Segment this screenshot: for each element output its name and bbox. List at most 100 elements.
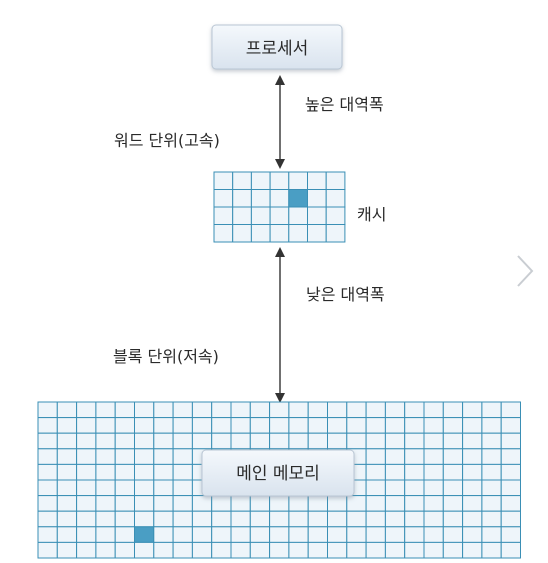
memory-cell — [346, 417, 367, 434]
memory-cell — [462, 479, 483, 497]
memory-cell — [423, 510, 444, 528]
memory-cell — [134, 479, 155, 497]
memory-cell — [384, 401, 406, 419]
cache-cell — [232, 206, 252, 225]
memory-cell — [230, 401, 251, 419]
memory-cell — [95, 495, 116, 512]
memory-cell — [172, 495, 193, 512]
memory-cell — [114, 541, 135, 559]
memory-cell — [211, 510, 232, 528]
cache-cell — [325, 224, 346, 243]
memory-cell — [327, 401, 348, 419]
memory-cell — [423, 432, 444, 450]
memory-cell — [423, 526, 444, 543]
memory-cell — [37, 510, 58, 528]
memory-cell — [56, 479, 78, 497]
memory-cell — [384, 510, 406, 528]
memory-cell — [211, 432, 232, 450]
cache-cell — [325, 189, 346, 208]
memory-cell — [365, 541, 386, 559]
memory-cell — [462, 463, 483, 481]
memory-cell — [114, 463, 135, 481]
memory-cell — [288, 495, 309, 512]
memory-cell — [37, 526, 58, 543]
memory-cell — [95, 432, 116, 450]
memory-cell — [76, 417, 97, 434]
memory-cell — [442, 495, 464, 512]
memory-cell — [211, 401, 232, 419]
memory-cell — [481, 541, 502, 559]
memory-cell — [365, 495, 386, 512]
memory-cell — [288, 541, 309, 559]
memory-cell — [56, 463, 78, 481]
memory-cell — [327, 510, 348, 528]
processor-node: 프로세서 — [211, 24, 343, 70]
memory-cell — [288, 417, 309, 434]
memory-cell — [76, 495, 97, 512]
cache-cell — [213, 189, 234, 208]
memory-cell — [384, 463, 406, 481]
memory-cell — [288, 510, 309, 528]
cache-cell — [250, 189, 271, 208]
memory-cell — [346, 495, 367, 512]
memory-cell — [172, 401, 193, 419]
memory-cell — [76, 432, 97, 450]
memory-cell — [95, 479, 116, 497]
chevron-right-icon[interactable] — [508, 248, 540, 296]
memory-cell — [462, 541, 483, 559]
memory-cell — [462, 526, 483, 543]
memory-cell — [172, 432, 193, 450]
memory-cell — [462, 495, 483, 512]
memory-cell — [172, 510, 193, 528]
memory-cell — [230, 417, 251, 434]
memory-cell — [327, 526, 348, 543]
memory-cell — [346, 401, 367, 419]
cache-cell — [232, 224, 252, 243]
memory-cell — [462, 401, 483, 419]
memory-cell — [191, 401, 213, 419]
memory-cell — [191, 495, 213, 512]
memory-cell — [56, 526, 78, 543]
cache-grid — [213, 171, 346, 243]
memory-cell — [442, 479, 464, 497]
memory-cell — [95, 541, 116, 559]
memory-cell — [442, 510, 464, 528]
memory-cell — [404, 432, 425, 450]
cache-cell — [250, 206, 271, 225]
memory-cell — [384, 432, 406, 450]
memory-cell — [500, 401, 522, 419]
memory-cell — [56, 401, 78, 419]
memory-cell — [269, 417, 290, 434]
memory-cell — [423, 401, 444, 419]
memory-cell — [114, 417, 135, 434]
memory-cell — [442, 541, 464, 559]
memory-cell — [500, 417, 522, 434]
main-memory-node: 메인 메모리 — [201, 449, 355, 497]
memory-cell — [249, 495, 271, 512]
memory-cell — [365, 510, 386, 528]
low-bandwidth-label: 낮은 대역폭 — [306, 285, 385, 304]
memory-cell — [269, 526, 290, 543]
cache-cell — [288, 224, 308, 243]
memory-cell — [191, 417, 213, 434]
memory-cell — [462, 432, 483, 450]
memory-cell — [423, 479, 444, 497]
memory-cell — [172, 541, 193, 559]
cache-cell — [213, 171, 234, 190]
memory-cell — [37, 448, 58, 465]
memory-cell — [153, 510, 174, 528]
memory-cell — [211, 417, 232, 434]
memory-cell — [288, 526, 309, 543]
memory-cell — [307, 417, 329, 434]
memory-cell — [404, 401, 425, 419]
memory-cell — [76, 463, 97, 481]
cache-cell — [232, 171, 252, 190]
memory-cell — [172, 448, 193, 465]
memory-cell — [114, 495, 135, 512]
memory-cell — [462, 417, 483, 434]
memory-cell — [442, 401, 464, 419]
memory-cell — [211, 526, 232, 543]
memory-cell — [423, 463, 444, 481]
memory-cell — [56, 510, 78, 528]
memory-cell — [500, 510, 522, 528]
